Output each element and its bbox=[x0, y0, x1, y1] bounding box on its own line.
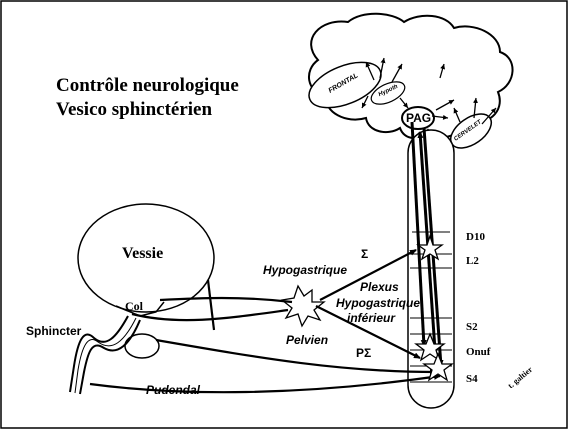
label-col: Col bbox=[125, 300, 143, 312]
label-onuf: Onuf bbox=[466, 347, 490, 358]
label-plexus-line-1: Plexus bbox=[360, 281, 399, 293]
label-d10: D10 bbox=[466, 232, 485, 243]
label-pelvien: Pelvien bbox=[286, 334, 328, 346]
label-p-sigma: PΣ bbox=[356, 347, 371, 359]
title-line-1: Contrôle neurologique bbox=[56, 76, 239, 95]
title-line-2: Vesico sphinctérien bbox=[56, 100, 212, 119]
label-hypogastrique: Hypogastrique bbox=[263, 264, 347, 276]
label-s4: S4 bbox=[466, 374, 478, 385]
label-plexus-line-2: Hypogastrique bbox=[336, 297, 420, 309]
label-pag: PAG bbox=[406, 112, 431, 124]
label-vessie: Vessie bbox=[122, 246, 163, 262]
label-sphincter: Sphincter bbox=[26, 325, 81, 337]
label-pudendal: Pudendal bbox=[146, 384, 200, 396]
label-s2: S2 bbox=[466, 322, 478, 333]
label-plexus-line-3: inférieur bbox=[347, 312, 395, 324]
label-l2: L2 bbox=[466, 256, 479, 267]
label-sigma: Σ bbox=[361, 248, 368, 260]
